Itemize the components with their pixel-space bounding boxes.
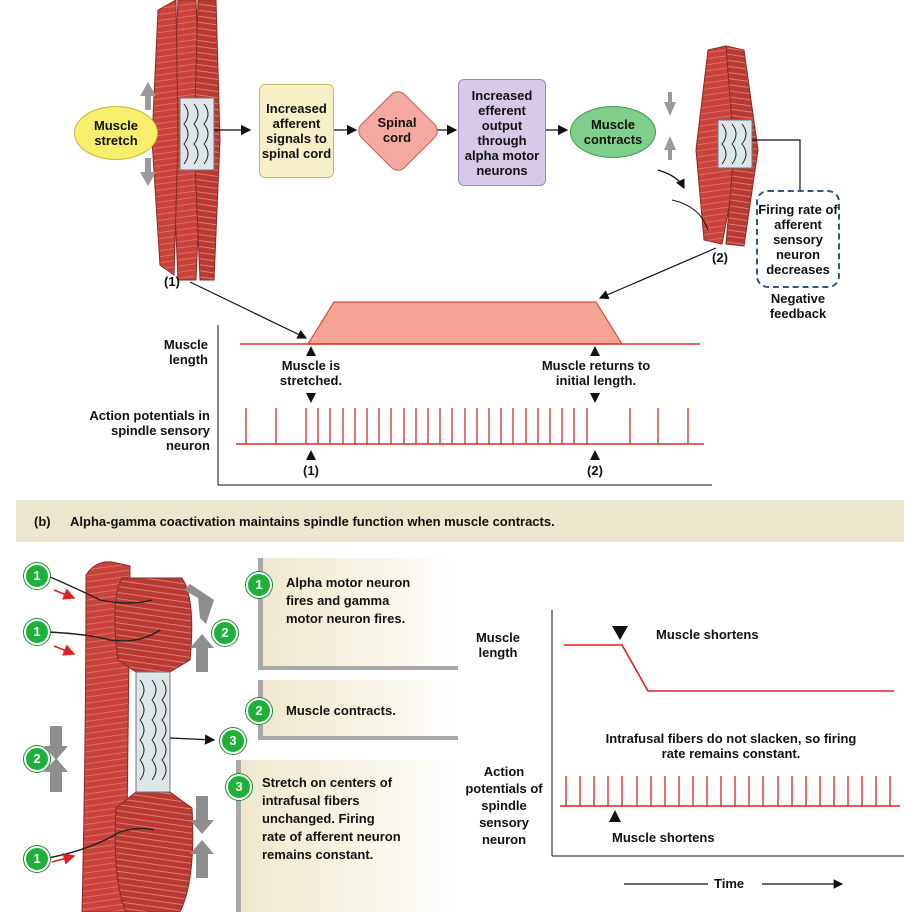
graph-b-muscle-length-label: Muscle length	[475, 630, 521, 660]
stretched-muscle-illustration	[151, 0, 252, 281]
figure-marker-2b: 2	[24, 746, 50, 772]
section-b-label: (b)	[34, 513, 51, 529]
graph-a	[217, 301, 712, 486]
returns-annotation: Muscle returns to initial length.	[541, 358, 651, 388]
afferent-signals-box: Increased afferent signals to spinal cor…	[259, 84, 334, 178]
step-3-panel	[236, 760, 458, 912]
graph-a-mark-1: (1)	[303, 463, 319, 478]
spinal-cord-label: Spinal cord	[377, 115, 417, 145]
firing-rate-label: Firing rate of afferent sensory neuron d…	[758, 201, 838, 277]
figure-marker-3: 3	[220, 728, 246, 754]
muscle-2-marker: (2)	[712, 250, 728, 265]
section-b-banner: (b) Alpha-gamma coactivation maintains s…	[16, 500, 904, 542]
spike-train-a	[245, 408, 689, 444]
step-3-text: Stretch on centers of intrafusal fibers …	[262, 775, 401, 862]
step-1-panel	[258, 558, 458, 670]
graph-b-shortens-top: Muscle shortens	[656, 627, 759, 642]
efferent-output-label: Increased efferent output through alpha …	[464, 87, 540, 178]
stretched-annotation: Muscle is stretched.	[279, 358, 343, 388]
figure-marker-2a: 2	[212, 620, 238, 646]
graph-a-action-potentials-label: Action potentials in spindle sensory neu…	[89, 408, 210, 453]
step-2-panel	[258, 680, 458, 740]
muscle-stretch-label: Muscle stretch	[93, 118, 139, 148]
step-1-badge: 1	[246, 572, 272, 598]
step-2-text: Muscle contracts.	[286, 703, 396, 718]
stretch-arrows-icon	[140, 82, 156, 186]
spike-train-b	[565, 776, 891, 806]
afferent-signals-label: Increased afferent signals to spinal cor…	[261, 101, 332, 161]
figure-marker-1c: 1	[24, 846, 50, 872]
graph-b-action-potentials-label: Action potentials of spindle sensory neu…	[465, 764, 543, 847]
time-axis-label: Time	[714, 876, 745, 891]
muscle-contracts-label: Muscle contracts	[583, 117, 643, 147]
graph-a-muscle-length-label: Muscle length	[163, 337, 208, 367]
coactivation-muscle-illustration	[47, 561, 216, 912]
graph-b	[551, 610, 904, 889]
figure-marker-1b: 1	[24, 619, 50, 645]
contracted-muscle-illustration	[657, 45, 801, 247]
contraction-arrows-icon	[44, 584, 214, 878]
figure-marker-1a: 1	[24, 563, 50, 589]
step-3-badge: 3	[226, 774, 252, 800]
no-slacken-annotation: Intrafusal fibers do not slacken, so fir…	[605, 731, 857, 761]
muscle-1-marker: (1)	[164, 274, 180, 289]
graph-b-shortens-bottom: Muscle shortens	[612, 830, 715, 845]
contract-arrows-icon	[664, 92, 676, 160]
graph-a-mark-2: (2)	[587, 463, 603, 478]
firing-rate-box: Firing rate of afferent sensory neuron d…	[756, 190, 840, 288]
step-1-text: Alpha motor neuron fires and gamma motor…	[286, 575, 411, 626]
negative-feedback-label: Negative feedback	[769, 291, 827, 321]
step-2-badge: 2	[246, 698, 272, 724]
efferent-output-box: Increased efferent output through alpha …	[458, 79, 546, 186]
section-b-title: Alpha-gamma coactivation maintains spind…	[70, 513, 555, 529]
muscle-stretch-oval: Muscle stretch	[74, 106, 158, 160]
muscle-contracts-oval: Muscle contracts	[570, 106, 656, 158]
